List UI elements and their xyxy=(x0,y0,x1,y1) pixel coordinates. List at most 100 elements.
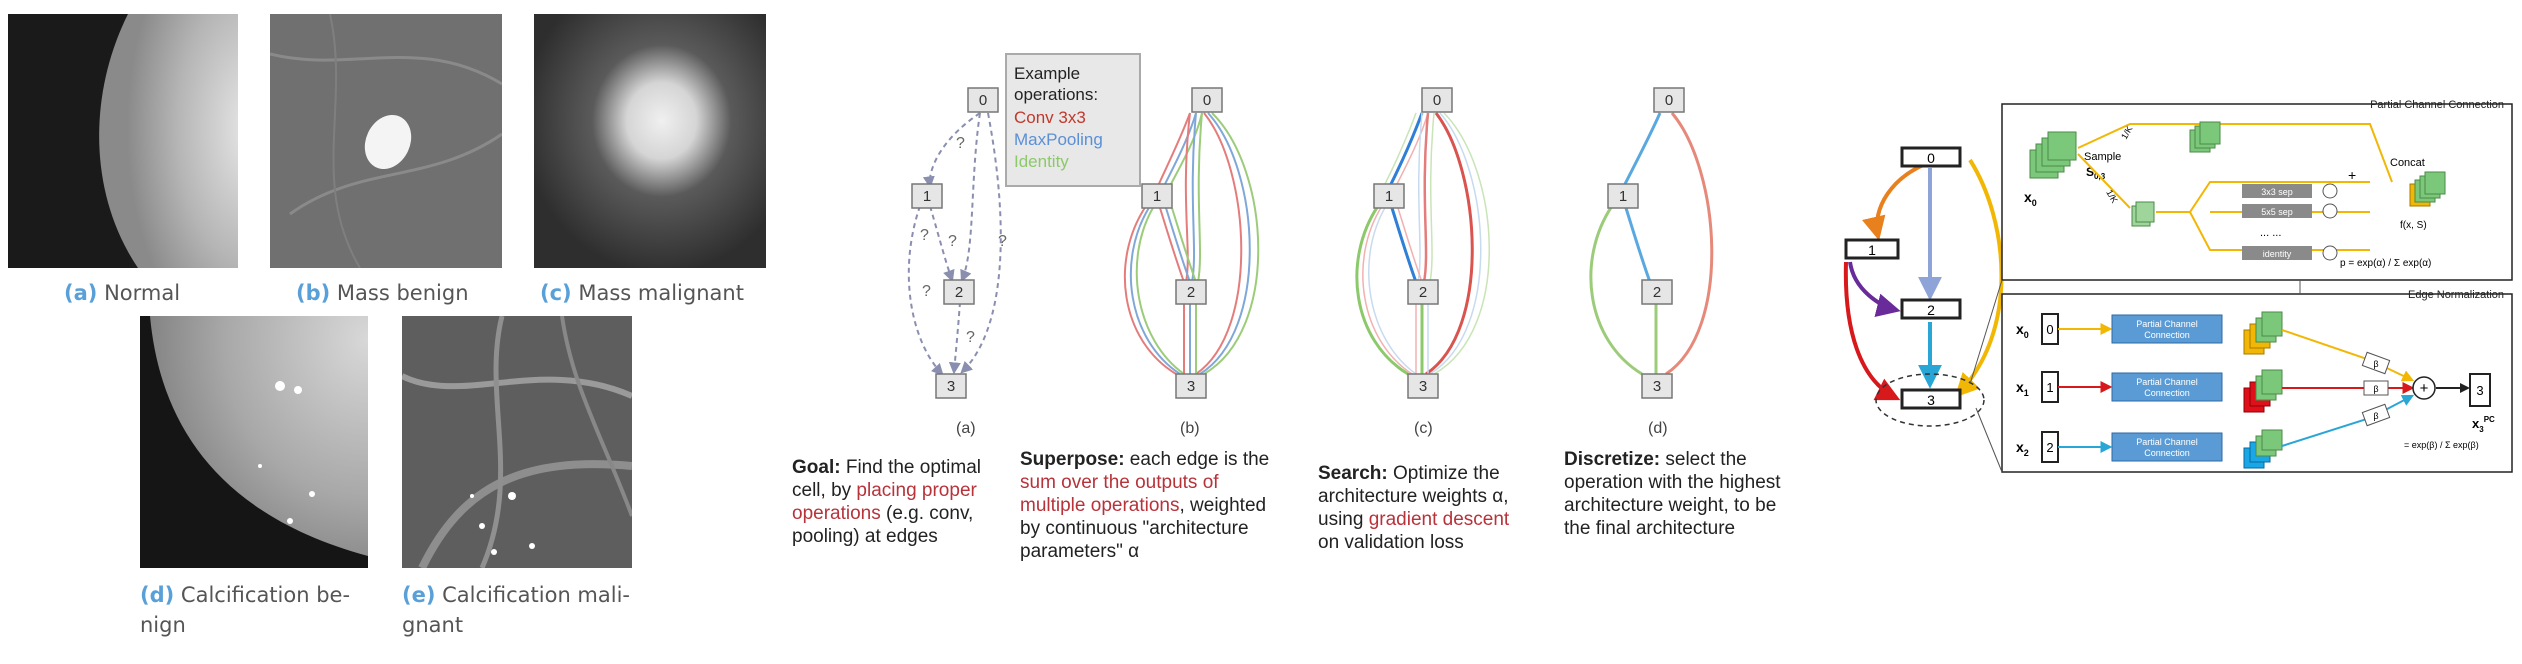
legend-conv: Conv 3x3 xyxy=(1014,108,1086,127)
pcc-box-2 xyxy=(2111,432,2223,462)
op-3x3-box xyxy=(2242,184,2312,198)
weight-circle xyxy=(2322,203,2338,219)
mammogram-calcification-malignant-svg xyxy=(402,316,632,568)
node-0-label: 0 xyxy=(1433,92,1441,109)
pcc-box-0-label2: Connection xyxy=(2144,330,2190,340)
node-0-label: 0 xyxy=(1927,150,1935,166)
node-2-label: 2 xyxy=(1419,284,1427,301)
beta-13-label: β xyxy=(2373,384,2378,394)
node-2-box xyxy=(943,279,975,305)
beta-13-box xyxy=(2363,380,2389,396)
pcc-box-1-label: Partial Channel xyxy=(2136,377,2198,387)
p-equation: p = exp(α) / Σ exp(α) xyxy=(2340,258,2431,269)
en-x2-label: x2 xyxy=(2016,439,2029,458)
en-box-2-label: 2 xyxy=(2046,440,2053,455)
node-1-label: 1 xyxy=(1619,188,1627,205)
darts-figure: ? ? ? ? ? ? 0 1 2 3 Example operations: … xyxy=(780,0,1800,660)
callout-line xyxy=(1969,279,2003,385)
op-5x5-box xyxy=(2242,204,2312,218)
en-box-0-label: 0 xyxy=(2046,322,2053,337)
mammogram-image-calcification-malignant xyxy=(402,316,632,568)
node-3-box xyxy=(935,373,967,399)
node-2-label: 2 xyxy=(1927,302,1935,318)
sublabel-c: (c) xyxy=(1414,420,1433,437)
en-title: Edge Normalization xyxy=(2408,289,2504,301)
pcc-output-formula: f(x, S) xyxy=(2400,220,2427,231)
partial-channel-connection-box: Partial Channel Connection x0 Sample S0,… xyxy=(2001,99,2513,281)
node-0-label: 0 xyxy=(1665,92,1673,109)
sublabel-a: (a) xyxy=(956,420,976,437)
darts-cell-a: ? ? ? ? ? ? 0 1 2 3 xyxy=(907,87,1007,399)
highlight-ellipse xyxy=(1875,373,1985,427)
node-2-box xyxy=(1900,298,1962,320)
sublabel-d: (d) xyxy=(1648,420,1668,437)
node-3-label: 3 xyxy=(1187,378,1195,395)
op-5x5-label: 5x5 sep xyxy=(2261,207,2293,217)
node-3-box xyxy=(1900,388,1962,410)
sum-circle xyxy=(2412,376,2436,400)
mammogram-image-calcification-benign xyxy=(140,316,368,568)
legend-maxpool: MaxPooling xyxy=(1014,130,1103,149)
node-1-label: 1 xyxy=(1385,188,1393,205)
edge-normalization-box: Edge Normalization x0 0 Partial Channel … xyxy=(2001,289,2513,473)
mammogram-image-mass-benign xyxy=(270,14,502,268)
darts-cell-b-nodes: 0 1 2 3 xyxy=(1141,87,1223,399)
mammogram-calcification-benign-svg xyxy=(140,316,368,568)
pcc-output-cube xyxy=(2409,171,2446,207)
beta-23-box xyxy=(2361,403,2391,427)
node-0-label: 0 xyxy=(979,92,987,109)
concat-label: Concat xyxy=(2390,157,2425,169)
weight-circle xyxy=(2322,245,2338,261)
beta-03-label: β xyxy=(2373,359,2378,369)
sublabel-b: (b) xyxy=(1180,420,1200,437)
plus-symbol: + xyxy=(2348,167,2356,183)
darts-cell-c-nodes: 0 1 2 3 xyxy=(1373,87,1453,399)
mammogram-mass-malignant-svg xyxy=(534,14,766,268)
darts-cell-d-nodes: 0 1 2 3 xyxy=(1607,87,1685,399)
beta-normalization-eq: = exp(β) / Σ exp(β) xyxy=(2404,440,2479,450)
goal-description: Goal: Find the optimal cell, by placing … xyxy=(792,457,982,547)
en-box-3-label: 3 xyxy=(2476,383,2483,398)
node-2-label: 2 xyxy=(955,284,963,301)
pcdarts-svg: 0 1 2 3 Partial Channel Connection x0 Sa… xyxy=(1843,99,2513,473)
legend-identity: Identity xyxy=(1014,152,1069,171)
mammogram-mass-benign-svg xyxy=(270,14,502,268)
top-subset-cube xyxy=(2189,121,2221,153)
pcc-box-2-label: Partial Channel xyxy=(2136,437,2198,447)
darts-cell-c xyxy=(1355,112,1490,376)
en-cube-red xyxy=(2243,369,2283,413)
sum-symbol: + xyxy=(2420,380,2429,397)
en-box-1-label: 1 xyxy=(2046,380,2053,395)
en-x1-label: x1 xyxy=(2016,379,2029,398)
x0-cube xyxy=(2029,131,2077,179)
pcc-box-1-label2: Connection xyxy=(2144,388,2190,398)
en-x0-label: x0 xyxy=(2016,321,2029,340)
mammogram-normal-svg xyxy=(8,14,238,268)
sample-label: Sample xyxy=(2084,151,2121,163)
question-mark: ? xyxy=(948,233,957,250)
mammogram-figure: (a) Normal (b) Mass benign xyxy=(0,0,770,660)
x0-label: x0 xyxy=(2024,189,2037,208)
question-mark: ? xyxy=(966,329,975,346)
node-0-box xyxy=(1900,146,1962,168)
mammogram-image-mass-malignant xyxy=(534,14,766,268)
mammogram-image-normal xyxy=(8,14,238,268)
node-1-box xyxy=(1844,238,1900,260)
en-cube-yellow xyxy=(2243,311,2283,355)
node-3-label: 3 xyxy=(1419,378,1427,395)
superpose-description: Superpose: each edge is the sum over the… xyxy=(1020,449,1270,562)
pcc-box-2-label2: Connection xyxy=(2144,448,2190,458)
legend-box xyxy=(1005,53,1141,187)
node-1-label: 1 xyxy=(1868,242,1876,258)
caption-calcification-benign: (d) Calcification be- nign xyxy=(140,583,351,637)
legend-title-2: operations: xyxy=(1014,85,1098,104)
node-3-label: 3 xyxy=(1653,378,1661,395)
operations-legend: Example operations: Conv 3x3 MaxPooling … xyxy=(1005,53,1141,187)
op-identity-label: identity xyxy=(2263,249,2292,259)
pcc-box-1 xyxy=(2111,372,2223,402)
question-mark: ? xyxy=(956,135,965,152)
discretize-description: Discretize: select the operation with th… xyxy=(1564,449,1781,539)
beta-03-box xyxy=(2361,351,2391,375)
darts-cell-b xyxy=(1123,112,1260,375)
en-box-3 xyxy=(2469,373,2491,407)
